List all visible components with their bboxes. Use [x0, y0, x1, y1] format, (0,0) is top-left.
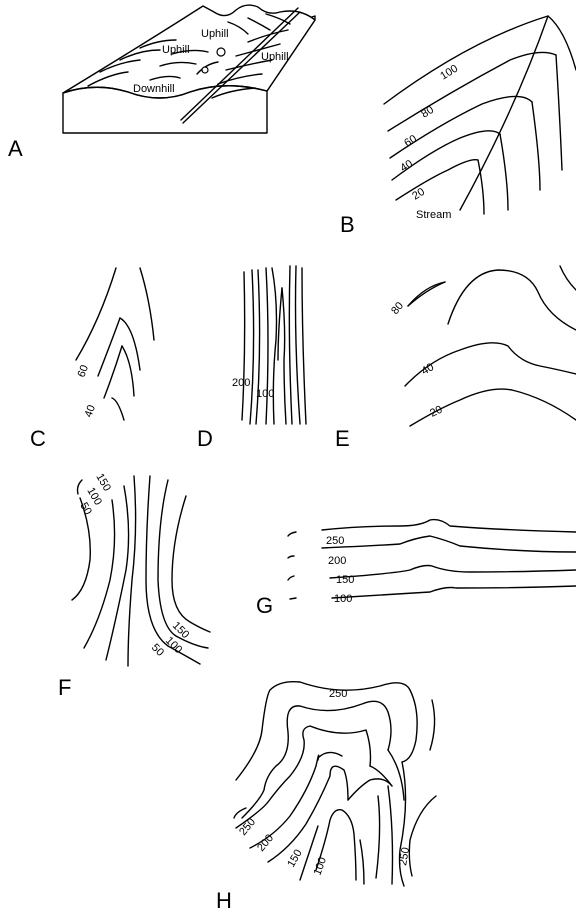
contour-line: [288, 576, 294, 580]
panel-letter: F: [58, 675, 71, 700]
contour-line: [390, 96, 532, 158]
contour-label: 200: [328, 555, 346, 567]
contour-line: [478, 160, 484, 214]
contour-label: 250: [237, 816, 258, 838]
contour-label: 150: [336, 574, 354, 586]
panel-letter: B: [340, 212, 355, 237]
contour-line: [84, 500, 115, 648]
contour-line: [388, 52, 556, 131]
panel-letter: C: [30, 426, 46, 451]
panel-letter: A: [8, 136, 23, 161]
contour-line: [172, 496, 210, 632]
stream-label: Stream: [416, 209, 451, 221]
panel-e: 80 40 20 E: [335, 266, 576, 451]
contour-label: 100: [256, 388, 274, 400]
contour-line: [106, 486, 129, 660]
contour-line: [122, 346, 134, 396]
contour-line: [408, 270, 576, 330]
contour-line: [376, 796, 380, 878]
contour-line: [302, 268, 306, 424]
contour-label: 200: [255, 832, 276, 854]
panel-h: 250 250 200 150 100 250 H: [216, 682, 436, 910]
panel-c: 60 40 C: [30, 268, 154, 451]
contour-label: 250: [326, 535, 344, 547]
panel-f: 150 100 50 150 100 50 F: [58, 472, 210, 701]
panel-letter: H: [216, 888, 232, 910]
contour-line: [268, 766, 348, 862]
contour-label: 200: [232, 377, 250, 389]
contour-line: [272, 268, 277, 424]
panel-d: 200 100 D: [197, 266, 306, 451]
contour-line: [288, 556, 294, 558]
contour-line: [318, 752, 342, 758]
contour-line: [290, 598, 296, 599]
contour-label: 20: [428, 404, 444, 420]
contour-line: [400, 762, 406, 886]
contour-line: [78, 480, 83, 494]
contour-label: 100: [312, 856, 330, 877]
contour-label: 50: [149, 642, 166, 659]
contour-line: [112, 398, 124, 420]
contour-line: [250, 755, 319, 848]
contour-line: [430, 700, 435, 750]
contour-line: [289, 266, 292, 424]
contour-label: 40: [398, 158, 415, 175]
contour-line: [120, 318, 140, 370]
contour-label: 60: [402, 133, 419, 150]
contour-label: 80: [389, 300, 406, 317]
contour-line: [500, 134, 508, 210]
uphill-label: Uphill: [261, 51, 289, 63]
contour-line: [296, 266, 301, 424]
contour-line: [409, 796, 436, 876]
panel-b: 100 80 60 40 20 Stream B: [340, 16, 576, 237]
contour-label: 40: [83, 403, 98, 419]
stream-line: [460, 16, 548, 210]
contour-line: [242, 701, 391, 818]
point-marker: [217, 48, 225, 56]
contour-line: [388, 786, 393, 884]
contour-label: 150: [285, 848, 305, 870]
panel-letter: D: [197, 426, 213, 451]
contour-line: [322, 536, 576, 552]
contour-line: [256, 270, 260, 424]
uphill-label: Uphill: [201, 28, 229, 40]
panel-letter: G: [256, 593, 273, 618]
contour-line: [360, 840, 364, 884]
contour-line: [236, 726, 371, 828]
uphill-label: Uphill: [162, 44, 190, 56]
contour-line: [288, 532, 296, 536]
contour-line: [242, 272, 245, 420]
contour-line: [408, 282, 445, 306]
contour-line: [560, 266, 576, 290]
contour-line: [128, 476, 136, 666]
contour-line: [266, 268, 268, 424]
contour-line: [322, 520, 576, 532]
contour-line: [250, 270, 254, 424]
contour-label: 250: [329, 688, 347, 700]
contour-label: 60: [76, 363, 91, 379]
contour-line: [282, 288, 286, 424]
contour-line: [330, 566, 576, 579]
point-marker: [202, 67, 208, 73]
contour-line: [98, 318, 120, 376]
contour-line: [332, 586, 576, 598]
panel-letter: E: [335, 426, 350, 451]
panel-g: 250 200 150 100 G: [256, 520, 576, 618]
contour-label: 80: [419, 104, 436, 121]
contour-label: 20: [410, 186, 427, 203]
contour-line: [348, 779, 392, 800]
contour-label: 100: [334, 593, 352, 605]
contour-line: [278, 288, 282, 360]
panel-a: Uphill Uphill Uphill Downhill A: [8, 5, 315, 161]
contour-line: [388, 750, 404, 800]
contour-label: 40: [420, 361, 437, 378]
downhill-label: Downhill: [133, 83, 175, 95]
contour-line: [532, 102, 540, 190]
contour-line: [384, 16, 576, 104]
contour-line: [140, 268, 154, 340]
contour-line: [556, 55, 562, 170]
